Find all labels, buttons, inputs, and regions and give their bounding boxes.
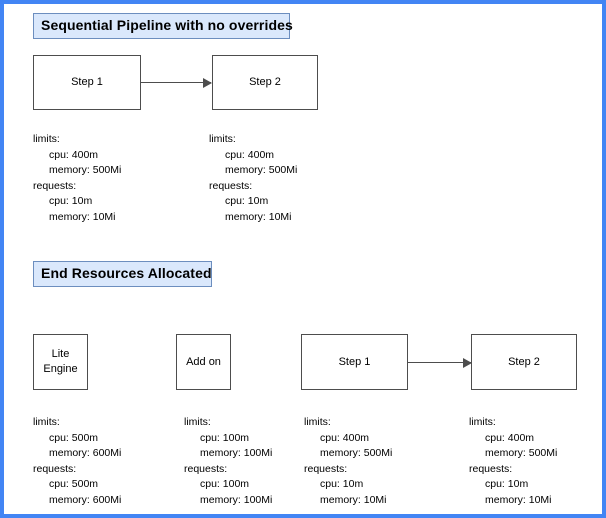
- requests-label: requests:: [184, 462, 228, 475]
- limits-label: limits:: [33, 133, 60, 145]
- node-step-1-end-resources[interactable]: Step 1: [301, 334, 408, 390]
- limits-memory-value: memory: 100Mi: [200, 447, 273, 459]
- resource-spec-add-on: limits: cpu: 100m memory: 100Mi requests…: [184, 415, 272, 508]
- limits-memory-value: memory: 500Mi: [485, 447, 558, 459]
- requests-memory-value: memory: 600Mi: [49, 493, 122, 506]
- limits-memory-value: memory: 500Mi: [49, 164, 122, 176]
- requests-label: requests:: [304, 462, 348, 475]
- resource-spec-step-1-sequential: limits: cpu: 400m memory: 500Mi requests…: [33, 132, 121, 225]
- node-step-2-sequential[interactable]: Step 2: [212, 55, 318, 110]
- arrow-step1-to-step2-sequential: [141, 77, 212, 88]
- requests-memory-value: memory: 10Mi: [320, 493, 387, 506]
- requests-memory-value: memory: 100Mi: [200, 493, 273, 506]
- node-add-on[interactable]: Add on: [176, 334, 231, 390]
- requests-label: requests:: [33, 179, 77, 192]
- node-step-1-sequential[interactable]: Step 1: [33, 55, 141, 110]
- requests-cpu-value: cpu: 10m: [49, 195, 93, 207]
- limits-memory-value: memory: 500Mi: [225, 164, 298, 176]
- requests-memory-value: memory: 10Mi: [49, 210, 116, 223]
- requests-memory-value: memory: 10Mi: [485, 493, 552, 506]
- limits-cpu-value: cpu: 400m: [49, 148, 99, 161]
- requests-cpu-value: cpu: 10m: [320, 478, 364, 490]
- node-lite-engine[interactable]: Lite Engine: [33, 334, 88, 390]
- arrow-step1-to-step2-end-resources: [408, 357, 472, 368]
- requests-cpu-value: cpu: 100m: [200, 478, 250, 490]
- resource-spec-lite-engine: limits: cpu: 500m memory: 600Mi requests…: [33, 415, 121, 508]
- resource-spec-step-2-sequential: limits: cpu: 400m memory: 500Mi requests…: [209, 132, 297, 225]
- requests-label: requests:: [209, 179, 253, 192]
- limits-cpu-value: cpu: 400m: [225, 148, 275, 161]
- limits-cpu-value: cpu: 400m: [320, 431, 370, 444]
- limits-cpu-value: cpu: 100m: [200, 431, 250, 444]
- requests-cpu-value: cpu: 10m: [485, 478, 529, 490]
- diagram-canvas: Sequential Pipeline with no overrides St…: [4, 4, 602, 514]
- limits-memory-value: memory: 600Mi: [49, 447, 122, 459]
- limits-memory-value: memory: 500Mi: [320, 447, 393, 459]
- resource-spec-step-2-end-resources: limits: cpu: 400m memory: 500Mi requests…: [469, 415, 557, 508]
- requests-cpu-value: cpu: 500m: [49, 478, 99, 490]
- limits-label: limits:: [184, 416, 211, 428]
- requests-label: requests:: [469, 462, 513, 475]
- resource-spec-step-1-end-resources: limits: cpu: 400m memory: 500Mi requests…: [304, 415, 392, 508]
- requests-memory-value: memory: 10Mi: [225, 210, 292, 223]
- requests-cpu-value: cpu: 10m: [225, 195, 269, 207]
- section-header-end-resources-allocated: End Resources Allocated: [33, 261, 212, 287]
- limits-cpu-value: cpu: 500m: [49, 431, 99, 444]
- limits-label: limits:: [304, 416, 331, 428]
- section-header-sequential-pipeline: Sequential Pipeline with no overrides: [33, 13, 293, 39]
- limits-label: limits:: [33, 416, 60, 428]
- node-step-2-end-resources[interactable]: Step 2: [471, 334, 577, 390]
- requests-label: requests:: [33, 462, 77, 475]
- limits-label: limits:: [469, 416, 496, 428]
- limits-label: limits:: [209, 133, 236, 145]
- limits-cpu-value: cpu: 400m: [485, 431, 535, 444]
